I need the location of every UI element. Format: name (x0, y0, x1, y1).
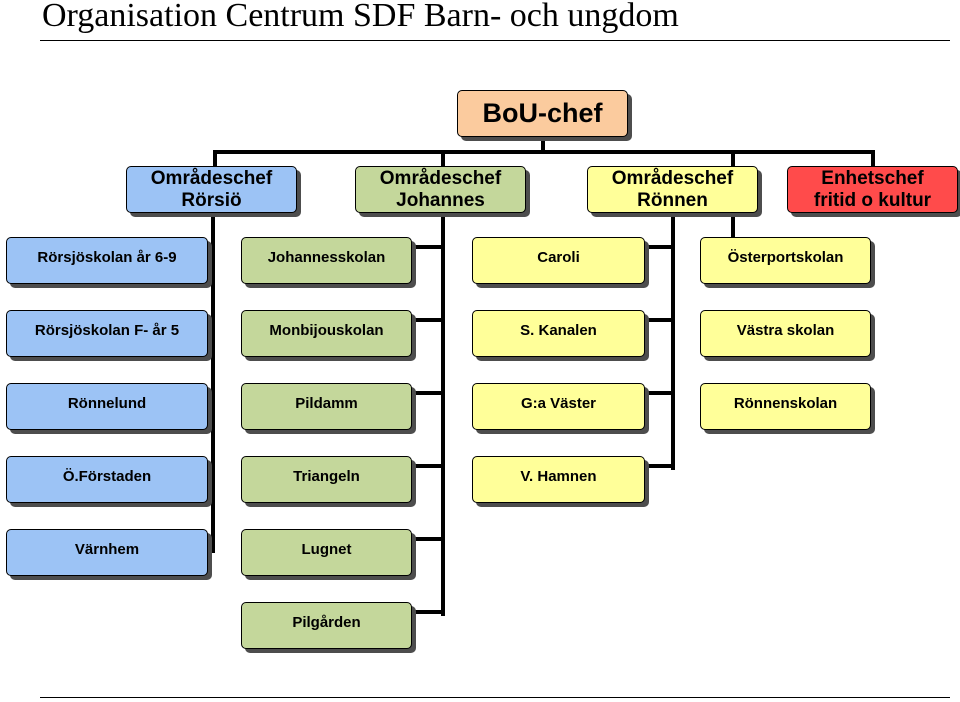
head-rorsio: Områdeschef Rörsiö (126, 166, 297, 213)
unit-vastra-skolan: Västra skolan (700, 310, 871, 357)
unit-ga-vaster: G:a Väster (472, 383, 645, 430)
head-ronnen-title: Områdeschef (611, 167, 734, 189)
head-johannes: Områdeschef Johannes (355, 166, 526, 213)
top-divider (40, 40, 950, 41)
unit-osterportskolan: Österportskolan (700, 237, 871, 284)
head-rorsio-title: Områdeschef (150, 167, 273, 189)
unit-triangeln: Triangeln (241, 456, 412, 503)
head-ronnen-name: Rönnen (637, 189, 708, 211)
bottom-divider (40, 697, 950, 698)
unit-v-hamnen: V. Hamnen (472, 456, 645, 503)
unit-lugnet: Lugnet (241, 529, 412, 576)
unit-pildamm: Pildamm (241, 383, 412, 430)
head-ronnen: Områdeschef Rönnen (587, 166, 758, 213)
head-fritid-kultur-name: fritid o kultur (813, 189, 932, 211)
unit-s-kanalen: S. Kanalen (472, 310, 645, 357)
unit-caroli: Caroli (472, 237, 645, 284)
unit-rorsjoskolan-6-9: Rörsjöskolan år 6-9 (6, 237, 208, 284)
unit-varnhem: Värnhem (6, 529, 208, 576)
head-fritid-kultur: Enhetschef fritid o kultur (787, 166, 958, 213)
head-johannes-title: Områdeschef (379, 167, 502, 189)
unit-monbijouskolan: Monbijouskolan (241, 310, 412, 357)
head-rorsio-name: Rörsiö (181, 189, 242, 211)
bou-chef-box: BoU-chef (457, 90, 628, 137)
page-title: Organisation Centrum SDF Barn- och ungdo… (42, 0, 679, 34)
unit-pilgarden: Pilgården (241, 602, 412, 649)
unit-ronnelund: Rönnelund (6, 383, 208, 430)
head-fritid-kultur-title: Enhetschef (821, 167, 924, 189)
unit-o-forstaden: Ö.Förstaden (6, 456, 208, 503)
unit-ronnenskolan: Rönnenskolan (700, 383, 871, 430)
unit-rorsjoskolan-f-5: Rörsjöskolan F- år 5 (6, 310, 208, 357)
head-johannes-name: Johannes (396, 189, 485, 211)
unit-johannesskolan: Johannesskolan (241, 237, 412, 284)
